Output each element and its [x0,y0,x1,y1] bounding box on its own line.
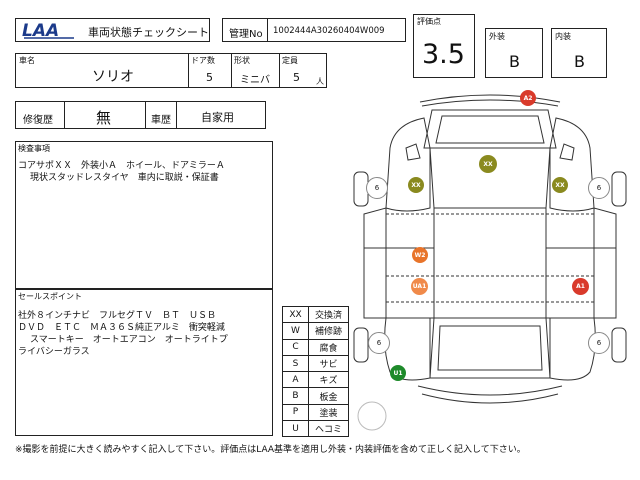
car-diagram: 6 6 6 6 A2 XX XX XX W2 UA1 A1 U1 [350,88,630,438]
car-outline-drawing [353,94,627,431]
damage-mark-a2: A2 [520,90,536,106]
interior-value: B [574,52,585,71]
eval-label: 評価点 [417,17,441,26]
vehicle-info-box: 車名 ソリオ ドア数 5 形状 ミニバ 定員 5 人 [15,53,327,88]
sales-line2: ＤＶＤ ＥＴＣ ＭＡ３６Ｓ純正アルミ 衝突軽減 [18,323,225,333]
sales-line1: 社外８インチナビ フルセグＴＶ ＢＴ ＵＳＢ [18,311,217,321]
damage-mark-w2-label: W2 [414,251,426,259]
tire-front-left-icon: 6 [366,177,388,199]
name-label: 車名 [19,56,35,65]
name-value: ソリオ [92,69,134,85]
damage-meaning: 板金 [308,387,349,405]
damage-code: U [282,420,309,438]
usage-label: 車歴 [151,115,171,126]
inspection-line1: コアサポＸＸ 外装小Ａ ホイール、ドアミラーＡ [18,161,225,171]
damage-mark-xx-top: XX [479,155,497,173]
tire-rear-right-label: 6 [596,339,602,347]
damage-mark-a2-label: A2 [523,94,533,102]
tire-rear-left-icon: 6 [368,332,390,354]
mgmt-label: 管理No [229,29,263,40]
damage-code: XX [282,305,309,324]
history-box: 修復歴 無 車歴 自家用 [15,101,266,129]
tire-front-right-label: 6 [596,184,602,192]
tire-rear-right-icon: 6 [588,332,610,354]
sales-line3: スマートキー オートエアコン オートライトプ [30,335,228,345]
damage-mark-a1-label: A1 [576,283,585,290]
doors-label: ドア数 [191,56,215,65]
damage-meaning: ヘコミ [308,420,349,438]
laa-logo: LAA [20,21,78,41]
eval-box: 評価点 3.5 [413,14,475,78]
capacity-value: 5 [293,71,300,84]
exterior-label: 外装 [489,32,505,41]
damage-code: A [282,371,309,389]
damage-mark-w2: W2 [412,247,428,263]
tire-rear-left-label: 6 [376,339,382,347]
svg-text:LAA: LAA [22,21,59,39]
damage-mark-xx-right-label: XX [555,181,565,189]
header-box: LAA 車両状態チェックシート [15,18,210,42]
damage-mark-ua1: UA1 [411,278,428,295]
damage-meaning: 腐食 [308,338,349,356]
sales-box: セールスポイント 社外８インチナビ フルセグＴＶ ＢＴ ＵＳＢ ＤＶＤ ＥＴＣ … [15,289,273,436]
usage-value: 自家用 [201,111,234,124]
mgmt-box: 管理No 1002444A30260404W009 [222,18,406,42]
damage-mark-a1: A1 [572,278,589,295]
damage-meaning: 補修跡 [308,322,349,340]
damage-code: B [282,387,309,405]
damage-code: S [282,354,309,373]
exterior-box: 外装 B [485,28,543,78]
repair-value: 無 [96,109,112,127]
tire-front-right-icon: 6 [588,177,610,199]
header-title: 車両状態チェックシート [88,26,209,39]
damage-code: W [282,322,309,340]
damage-mark-xx-left: XX [408,177,424,193]
interior-box: 内装 B [551,28,607,78]
damage-mark-u1-label: U1 [393,369,403,377]
damage-mark-xx-right: XX [552,177,568,193]
damage-code: C [282,338,309,356]
damage-meaning: サビ [308,354,349,373]
damage-mark-ua1-label: UA1 [412,283,427,290]
sales-line4: ライバシーガラス [18,347,90,357]
interior-label: 内装 [555,32,571,41]
eval-value: 3.5 [422,39,465,70]
sales-label: セールスポイント [18,292,82,301]
damage-meaning: キズ [308,371,349,389]
tire-front-left-label: 6 [374,184,380,192]
footer-note: ※撮影を前提に大きく読みやすく記入して下さい。評価点はLAA基準を適用し外装・内… [15,445,526,455]
damage-mark-u1: U1 [390,365,406,381]
shape-label: 形状 [234,56,250,65]
damage-mark-xx-top-label: XX [483,160,493,168]
inspection-line2: 現状スタッドレスタイヤ 車内に取説・保証書 [30,173,219,183]
damage-meaning: 塗装 [308,403,349,422]
capacity-label: 定員 [282,56,298,65]
repair-label: 修復歴 [23,115,53,126]
capacity-unit: 人 [316,77,324,86]
damage-mark-xx-left-label: XX [411,181,421,189]
inspection-label: 検査事項 [18,144,50,153]
inspection-box: 検査事項 コアサポＸＸ 外装小Ａ ホイール、ドアミラーＡ 現状スタッドレスタイヤ… [15,141,273,289]
damage-meaning: 交換済 [308,305,349,324]
exterior-value: B [509,52,520,71]
shape-value: ミニバ [240,75,270,86]
mgmt-value: 1002444A30260404W009 [273,26,385,36]
damage-code: P [282,403,309,422]
doors-value: 5 [206,71,213,84]
